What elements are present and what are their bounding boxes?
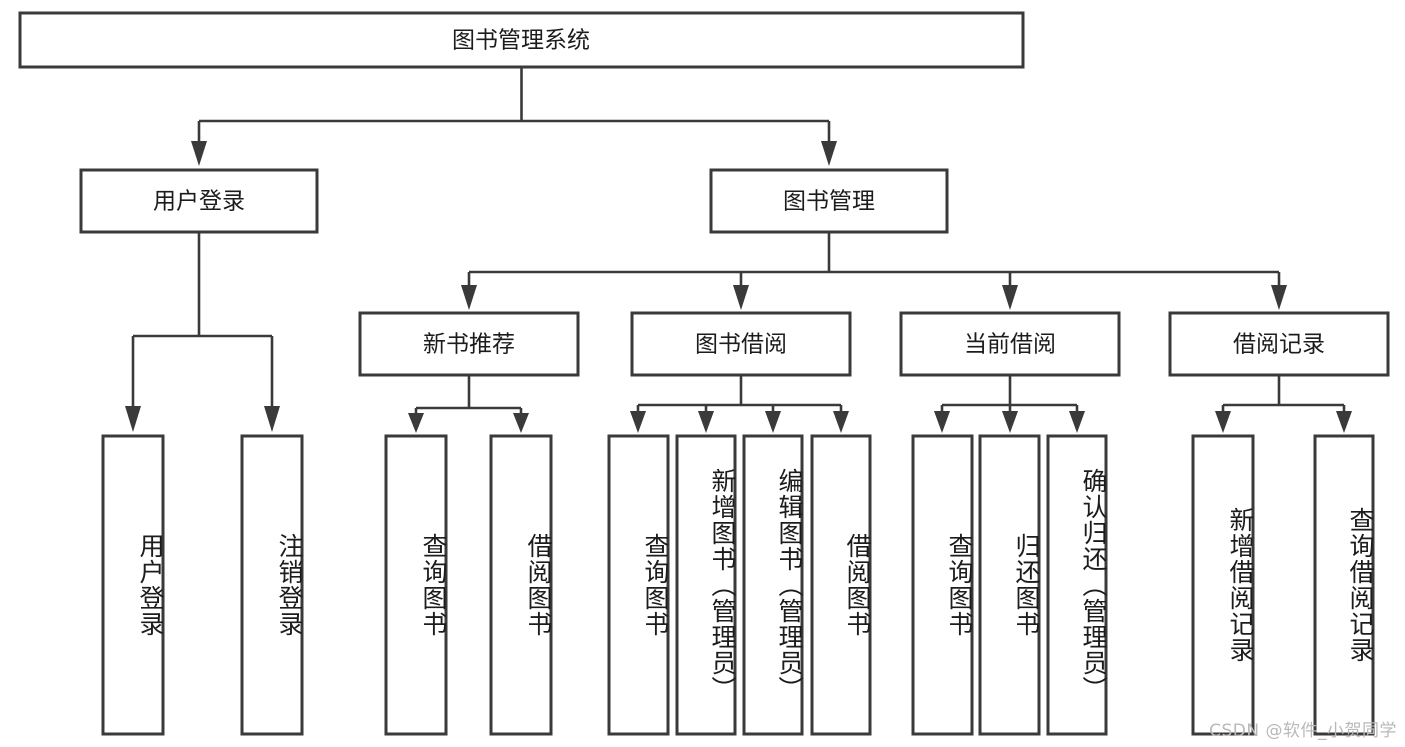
node-box-leaf-11[interactable] — [1191, 434, 1255, 736]
node-box-leaf-8[interactable] — [911, 434, 974, 736]
node-box-leaf-12[interactable] — [1313, 434, 1375, 736]
node-box-book-borrow[interactable] — [630, 311, 852, 377]
node-box-new-book-recommend[interactable] — [358, 311, 580, 377]
arrowhead-newbook-to-l2 — [513, 413, 529, 433]
node-box-leaf-4[interactable] — [607, 434, 670, 736]
arrowhead-bookmgmt-to-c2 — [733, 285, 749, 310]
node-box-leaf-2[interactable] — [384, 434, 448, 736]
arrowhead-current-to-l3 — [1069, 411, 1085, 433]
arrowhead-current-to-l1 — [934, 411, 950, 433]
arrowhead-borrow-to-l3 — [765, 411, 781, 433]
node-label-book-management: 图书管理 — [783, 189, 875, 215]
arrowhead-borrow-to-l1 — [630, 411, 646, 433]
connector-layer — [125, 67, 1352, 433]
node-label-new-book-recommend: 新书推荐 — [423, 332, 515, 358]
csdn-watermark: CSDN @软件_小贺同学 — [1209, 721, 1397, 741]
arrowhead-record-to-l2 — [1336, 411, 1352, 433]
arrowhead-newbook-to-l1 — [408, 413, 424, 433]
arrowhead-borrow-to-l2 — [698, 411, 714, 433]
node-box-leaf-5[interactable] — [675, 434, 737, 736]
node-label-book-borrow: 图书借阅 — [695, 332, 787, 358]
node-box-leaf-3[interactable] — [489, 434, 553, 736]
node-box-book-management[interactable] — [709, 168, 949, 234]
node-box-leaf-7[interactable] — [810, 434, 872, 736]
node-label-borrow-record: 借阅记录 — [1233, 332, 1325, 358]
arrowhead-root-to-user — [191, 141, 207, 166]
node-box-leaf-0[interactable] — [101, 434, 165, 736]
arrowhead-user-to-leaf2 — [264, 406, 280, 432]
arrowhead-bookmgmt-to-c3 — [1002, 285, 1018, 310]
arrowhead-bookmgmt-to-c4 — [1271, 285, 1287, 310]
arrowhead-bookmgmt-to-c1 — [461, 285, 477, 310]
arrowhead-root-to-bookmgmt — [821, 141, 837, 166]
node-box-leaf-9[interactable] — [978, 434, 1041, 736]
node-label-root: 图书管理系统 — [452, 28, 590, 54]
node-box-leaf-1[interactable] — [240, 434, 304, 736]
node-box-leaf-6[interactable] — [742, 434, 804, 736]
node-box-current-borrow[interactable] — [899, 311, 1121, 377]
node-box-layer: 图书管理系统 用户登录 图书管理 新书推荐 图书借阅 当前借阅 借阅记录 — [18, 11, 1390, 736]
node-box-root[interactable] — [18, 11, 1025, 69]
arrowhead-current-to-l2 — [1002, 411, 1018, 433]
node-box-user-login[interactable] — [79, 168, 319, 234]
node-label-current-borrow: 当前借阅 — [964, 332, 1056, 358]
node-box-borrow-record[interactable] — [1168, 311, 1390, 377]
arrowhead-record-to-l1 — [1215, 411, 1231, 433]
arrowhead-user-to-leaf1 — [125, 406, 141, 432]
node-label-user-login: 用户登录 — [153, 189, 245, 215]
arrowhead-borrow-to-l4 — [833, 411, 849, 433]
node-box-leaf-10[interactable] — [1046, 434, 1108, 736]
